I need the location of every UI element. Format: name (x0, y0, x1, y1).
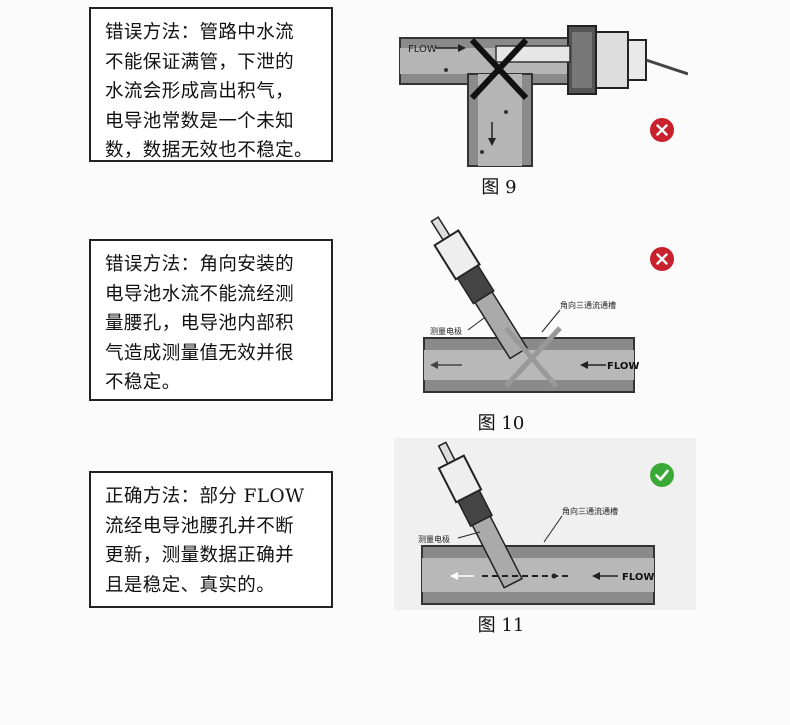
svg-text:FLOW: FLOW (607, 361, 639, 372)
text-line: 错误方法：角向安装的 (105, 254, 295, 275)
svg-text:测量电极: 测量电极 (430, 326, 462, 336)
svg-text:角向三通流通槽: 角向三通流通槽 (562, 506, 618, 516)
svg-text:FLOW: FLOW (622, 572, 654, 583)
text-line: 电导池常数是一个未知 (105, 110, 295, 132)
figure-9-illustration: FLOW (386, 12, 688, 168)
figure-11-caption: 图 11 (477, 615, 525, 636)
text-line: 错误方法：管路中水流 (105, 22, 295, 43)
text-line: 数，数据无效也不稳定。 (105, 140, 313, 161)
text-line: 水流会形成高出积气， (105, 81, 295, 102)
text-line: 气造成测量值无效并很 (105, 342, 295, 364)
text-line: 且是稳定、真实的。 (105, 574, 276, 596)
svg-text:角向三通流通槽: 角向三通流通槽 (560, 300, 616, 310)
text-line: 不能保证满管，下泄的 (105, 51, 295, 73)
svg-text:FLOW: FLOW (408, 44, 437, 55)
text-line: 量腰孔，电导池内部积 (105, 313, 295, 334)
description-box-1: 错误方法：管路中水流 不能保证满管，下泄的 水流会形成高出积气， 电导池常数是一… (89, 7, 333, 162)
text-line: 电导池水流不能流经测 (105, 283, 295, 305)
description-box-3: 正确方法：部分 FLOW 流经电导池腰孔并不断 更新，测量数据正确并 且是稳定、… (89, 471, 333, 608)
figure-11-illustration: FLOW 角向三通流通槽 测量电极 (394, 438, 696, 610)
cross-icon (650, 118, 674, 142)
text-line: 正确方法：部分 FLOW (105, 486, 305, 507)
text-line: 流经电导池腰孔并不断 (105, 515, 295, 537)
cross-icon (650, 247, 674, 271)
text-line: 更新，测量数据正确并 (105, 545, 295, 566)
description-box-2: 错误方法：角向安装的 电导池水流不能流经测 量腰孔，电导池内部积 气造成测量值无… (89, 239, 333, 401)
figure-10-caption: 图 10 (477, 413, 525, 434)
figure-10-illustration: FLOW 角向三通流通槽 测量电极 (410, 208, 650, 404)
figure-9-caption: 图 9 (481, 177, 517, 198)
svg-text:测量电极: 测量电极 (418, 534, 450, 544)
check-icon (650, 463, 674, 487)
text-line: 不稳定。 (105, 372, 181, 393)
